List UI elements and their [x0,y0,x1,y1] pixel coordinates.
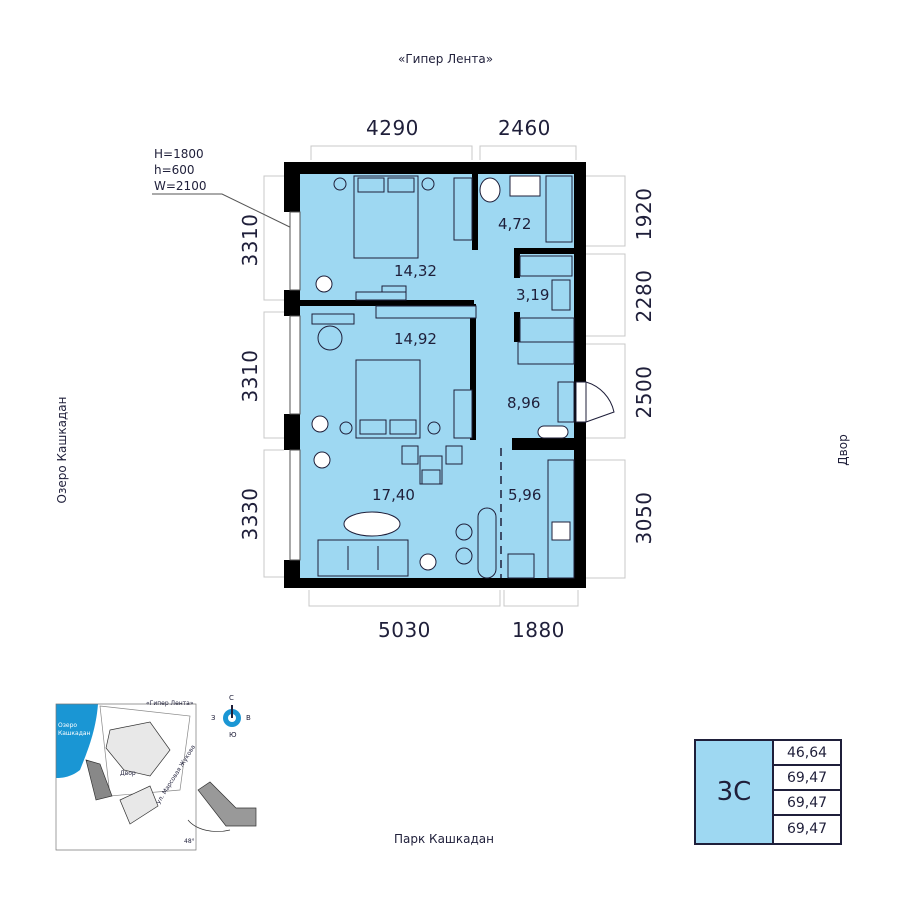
dim-right-4: 3050 [632,491,656,545]
sill-height: h=600 [154,163,195,177]
site-angle-label: 48° [184,838,195,845]
window-spec: H=1800 h=600 W=2100 [154,146,206,194]
orientation-top: «Гипер Лента» [398,52,494,66]
dim-bottom-1: 5030 [378,618,431,642]
orientation-left: Озеро Кашкадан [55,396,69,504]
compass-east: В [246,714,251,722]
compass-west: З [211,714,216,722]
window-width: W=2100 [154,179,207,193]
room-area-bedroom-1: 14,32 [394,262,437,280]
area-total-full: 69,47 [786,821,828,837]
windows [289,211,301,561]
area-living: 46,64 [774,742,840,766]
dim-top-2: 2460 [498,116,551,140]
room-area-living: 17,40 [372,486,415,504]
dim-right-1: 1920 [632,187,656,241]
walls [284,162,586,588]
room-area-bedroom-2: 14,92 [394,330,437,348]
dim-top-1: 4290 [366,116,419,140]
area-total-coef: 69,47 [774,792,840,816]
room-area-kitchen: 5,96 [508,486,542,504]
dim-left-2: 3310 [238,349,262,403]
compass-north: С [229,694,234,702]
furniture [311,175,575,579]
site-yard-label: Двор [120,770,136,777]
area-total: 69,47 [774,767,840,791]
dim-right-2: 2280 [632,269,656,323]
room-area-bathroom: 4,72 [498,215,532,233]
window-height: H=1800 [154,147,204,161]
window-spec-leader [152,193,301,233]
room-area-hall: 8,96 [507,394,541,412]
area-table: 3С 46,64 69,47 69,47 69,47 [694,739,842,845]
compass-south: Ю [229,731,237,739]
apartment-type: 3С [696,741,774,843]
dim-left-1: 3310 [238,213,262,267]
dim-left-3: 3330 [238,487,262,541]
entrance-door [575,381,615,423]
apartment-floor [300,172,578,580]
site-plan [55,703,257,851]
room-area-wc: 3,19 [516,286,550,304]
compass-icon [223,705,241,727]
site-lake-label: Озеро Кашкадан [58,722,91,737]
dim-right-3: 2500 [632,365,656,419]
orientation-bottom: Парк Кашкадан [394,832,495,846]
dim-bottom-2: 1880 [512,618,565,642]
dimension-lines [263,145,626,607]
orientation-right: Двор [836,434,850,466]
site-store-label: «Гипер Лента» [146,700,194,707]
